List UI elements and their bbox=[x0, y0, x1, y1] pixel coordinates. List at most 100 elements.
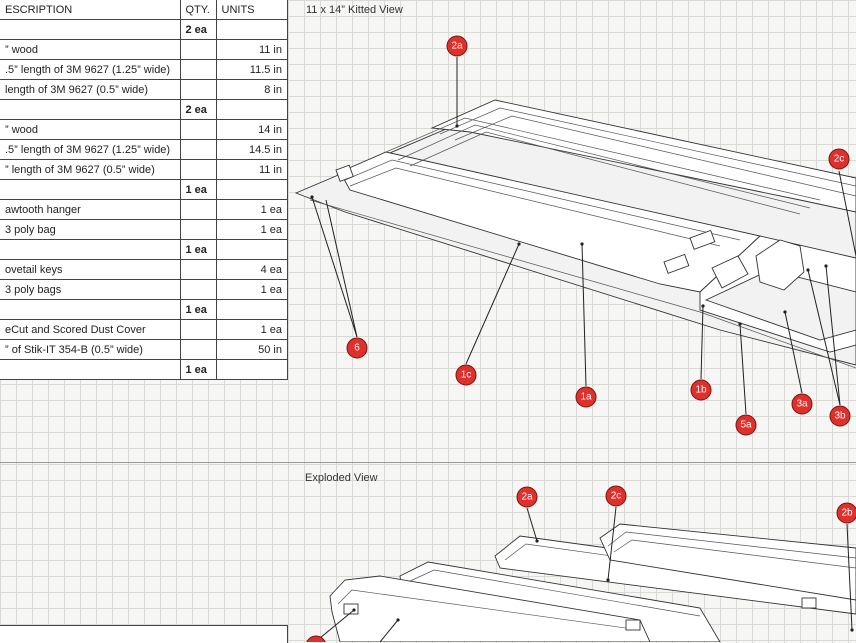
exploded-notch-c bbox=[801, 597, 817, 609]
row-description: ” wood bbox=[0, 39, 181, 60]
callout-exploded-2c: 2c bbox=[605, 485, 627, 507]
callout-label: 5a bbox=[740, 420, 752, 431]
row-qty bbox=[180, 199, 217, 220]
callout-balloon bbox=[690, 379, 712, 401]
row-description bbox=[0, 179, 181, 200]
callout-kitted-3a: 3a bbox=[791, 393, 813, 415]
row-units bbox=[216, 299, 288, 320]
row-description: length of 3M 9627 (0.5” wide) bbox=[0, 79, 181, 100]
callout-balloon bbox=[836, 502, 856, 524]
row-qty bbox=[180, 59, 217, 80]
row-qty: 1 ea bbox=[180, 239, 217, 260]
row-units: 8 in bbox=[216, 79, 288, 100]
callout-kitted-1b: 1b bbox=[690, 379, 712, 401]
callout-label: 2a bbox=[451, 41, 463, 52]
callout-kitted-2a: 2a bbox=[446, 35, 468, 57]
callout-label: 2a bbox=[521, 492, 533, 503]
row-units: 11 in bbox=[216, 159, 288, 180]
row-qty bbox=[180, 139, 217, 160]
callout-kitted-2c: 2c bbox=[828, 148, 850, 170]
row-units bbox=[216, 239, 288, 260]
row-units: 14.5 in bbox=[216, 139, 288, 160]
row-qty bbox=[180, 279, 217, 300]
table-row: .5” length of 3M 9627 (1.25” wide) 11.5 i… bbox=[0, 59, 288, 80]
dovetail-notch-c bbox=[335, 164, 354, 182]
exploded-piece-2a bbox=[494, 535, 856, 615]
table-row: .5” length of 3M 9627 (1.25” wide) 14.5 i… bbox=[0, 139, 288, 160]
row-units: 1 ea bbox=[216, 219, 288, 240]
exploded-assembly bbox=[329, 523, 856, 642]
row-description: .5” length of 3M 9627 (1.25” wide) bbox=[0, 59, 181, 80]
callout-label: 3a bbox=[796, 399, 808, 410]
row-units bbox=[216, 99, 288, 120]
row-description bbox=[0, 299, 181, 320]
kitted-view-title: 11 x 14” Kitted View bbox=[306, 4, 403, 16]
row-description bbox=[0, 99, 181, 120]
callout-balloon bbox=[829, 405, 851, 427]
row-qty bbox=[180, 79, 217, 100]
row-qty bbox=[180, 319, 217, 340]
row-description: eCut and Scored Dust Cover bbox=[0, 319, 181, 340]
callout-label: 1a bbox=[580, 392, 592, 403]
callout-label: 3b bbox=[834, 411, 846, 422]
table-row: ” wood 11 in bbox=[0, 39, 288, 60]
callout-exploded-2a: 2a bbox=[516, 486, 538, 508]
row-units: 50 in bbox=[216, 339, 288, 360]
row-qty: 1 ea bbox=[180, 179, 217, 200]
dovetail-notch-a bbox=[689, 229, 716, 250]
table-row: 1 ea bbox=[0, 299, 288, 320]
row-units bbox=[216, 359, 288, 380]
table-row: length of 3M 9627 (0.5” wide) 8 in bbox=[0, 79, 288, 100]
row-qty: 1 ea bbox=[180, 359, 217, 380]
row-qty bbox=[180, 339, 217, 360]
callout-label: 2b bbox=[841, 508, 853, 519]
sawtooth-hanger bbox=[711, 255, 749, 289]
row-description: awtooth hanger bbox=[0, 199, 181, 220]
callout-exploded-2b: 2b bbox=[836, 502, 856, 524]
callout-balloon bbox=[346, 337, 368, 359]
section-divider bbox=[0, 462, 856, 463]
table-row: ” length of 3M 9627 (0.5” wide) 11 in bbox=[0, 159, 288, 180]
row-qty: 1 ea bbox=[180, 299, 217, 320]
exploded-piece-2c bbox=[599, 523, 856, 601]
row-description: ovetail keys bbox=[0, 259, 181, 280]
table-row: ” of Stik-IT 354-B (0.5” wide)50 in bbox=[0, 339, 288, 360]
table-row: 1 ea bbox=[0, 359, 288, 380]
row-description: .5” length of 3M 9627 (1.25” wide) bbox=[0, 139, 181, 160]
callout-balloon-cropped bbox=[306, 635, 326, 642]
callout-balloon bbox=[735, 414, 757, 436]
table-row: eCut and Scored Dust Cover 1 ea bbox=[0, 319, 288, 340]
row-units: 1 ea bbox=[216, 319, 288, 340]
row-units: 1 ea bbox=[216, 199, 288, 220]
callout-kitted-1a: 1a bbox=[575, 386, 597, 408]
table-header-row: ESCRIPTION QTY. UNITS bbox=[0, 0, 288, 20]
row-units: 11.5 in bbox=[216, 59, 288, 80]
callout-balloon bbox=[516, 486, 538, 508]
exploded-notch-a bbox=[343, 603, 359, 615]
leader-lines bbox=[310, 57, 856, 642]
table-row: 2 ea bbox=[0, 19, 288, 40]
row-units: 11 in bbox=[216, 39, 288, 60]
callout-balloon bbox=[455, 364, 477, 386]
row-qty bbox=[180, 119, 217, 140]
row-description bbox=[0, 239, 181, 260]
row-description: ” length of 3M 9627 (0.5” wide) bbox=[0, 159, 181, 180]
row-qty: 2 ea bbox=[180, 19, 217, 40]
exploded-view-title: Exploded View bbox=[305, 472, 378, 484]
bottom-table-corner bbox=[0, 625, 288, 643]
callout-balloon bbox=[605, 485, 627, 507]
row-description bbox=[0, 359, 181, 380]
table-row: 1 ea bbox=[0, 179, 288, 200]
header-units: UNITS bbox=[216, 0, 288, 20]
row-qty bbox=[180, 259, 217, 280]
callout-balloon bbox=[446, 35, 468, 57]
dovetail-keys bbox=[755, 239, 805, 291]
callout-kitted-3b: 3b bbox=[829, 405, 851, 427]
kitted-assembly bbox=[294, 99, 856, 369]
callout-label: 1b bbox=[695, 385, 707, 396]
